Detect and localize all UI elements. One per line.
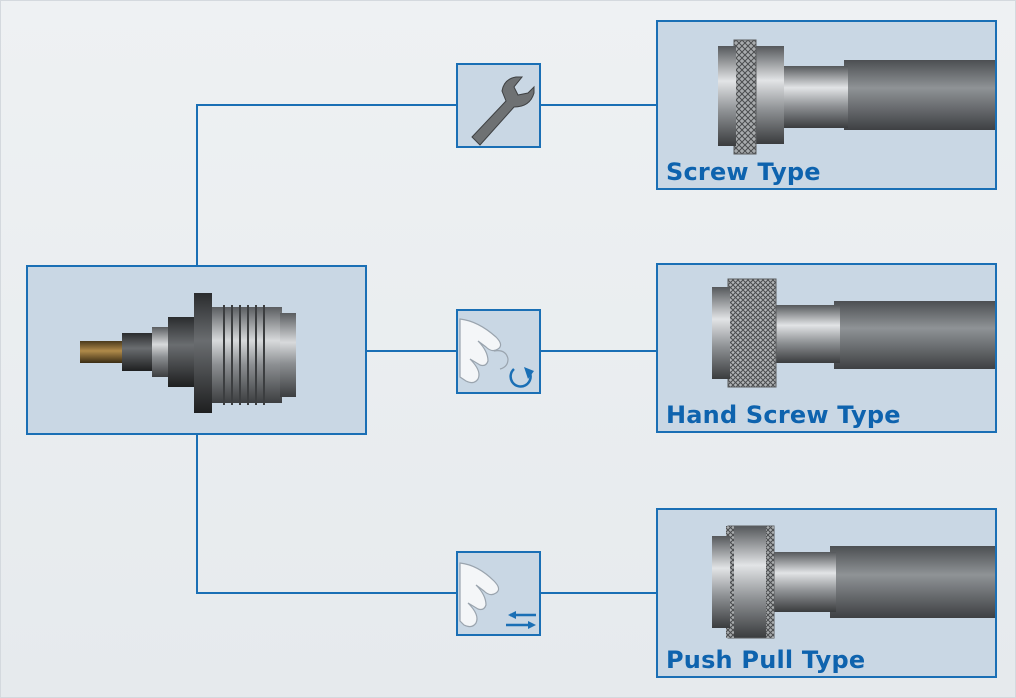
push-pull-type-label: Push Pull Type <box>666 646 866 674</box>
wrench-icon <box>471 76 535 146</box>
hand-rotate-icon-box <box>456 309 541 394</box>
screw-type-connector-image <box>718 39 995 155</box>
receptacle-box <box>26 265 367 435</box>
line-to-screw <box>196 104 458 266</box>
line-to-push-pull <box>196 433 458 594</box>
screw-type-label: Screw Type <box>666 158 821 186</box>
push-pull-type-box: Push Pull Type <box>656 508 997 678</box>
push-pull-type-connector-image <box>712 525 995 639</box>
hand-push-pull-icon-box <box>456 551 541 636</box>
hand-rotate-icon <box>459 318 534 388</box>
wrench-icon-box <box>456 63 541 148</box>
receptacle-illustration <box>80 293 296 413</box>
hand-screw-type-label: Hand Screw Type <box>666 401 901 429</box>
hand-screw-type-box: Hand Screw Type <box>656 263 997 433</box>
screw-type-box: Screw Type <box>656 20 997 190</box>
hand-push-pull-icon <box>459 562 536 629</box>
hand-screw-type-connector-image <box>712 278 995 388</box>
